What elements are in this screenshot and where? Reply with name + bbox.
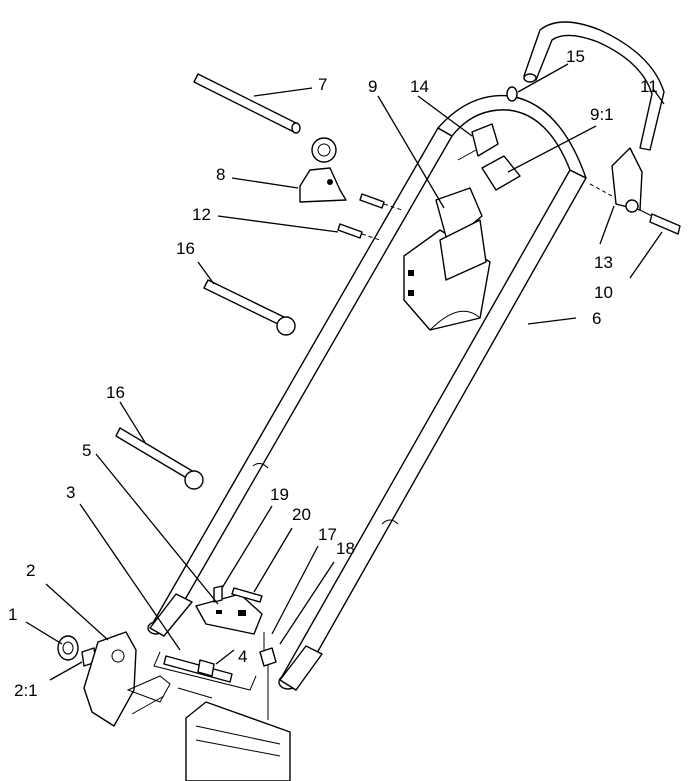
callout-20: 20 bbox=[292, 505, 311, 524]
callout-19: 19 bbox=[270, 485, 289, 504]
callout-1: 1 bbox=[8, 605, 17, 624]
callout-labels: 7 8 12 16 9 14 15 11 9:1 13 10 6 16 5 3 … bbox=[8, 47, 658, 700]
rod-16-upper bbox=[203, 279, 296, 336]
callout-8: 8 bbox=[216, 165, 225, 184]
callout-9-1: 9:1 bbox=[590, 105, 614, 124]
callout-9: 9 bbox=[368, 77, 377, 96]
callout-7: 7 bbox=[318, 75, 327, 94]
callout-5: 5 bbox=[82, 441, 91, 460]
cable-clip bbox=[457, 123, 499, 161]
bolt-10 bbox=[639, 209, 681, 235]
callout-12: 12 bbox=[192, 205, 211, 224]
rod-16-lower bbox=[115, 427, 204, 490]
callout-16-upper: 16 bbox=[176, 239, 195, 258]
lower-bracket bbox=[195, 585, 263, 635]
adjuster-rod bbox=[153, 651, 257, 691]
upper-handle-bail bbox=[523, 21, 665, 151]
leader-lines bbox=[25, 63, 665, 681]
callout-14: 14 bbox=[410, 77, 429, 96]
callout-4: 4 bbox=[238, 647, 247, 666]
callout-18: 18 bbox=[336, 539, 355, 558]
screws-12 bbox=[337, 193, 403, 241]
rod-7 bbox=[193, 73, 301, 134]
clip-17-18 bbox=[259, 632, 277, 720]
callout-3: 3 bbox=[66, 483, 75, 502]
callout-13: 13 bbox=[594, 253, 613, 272]
callout-2: 2 bbox=[26, 561, 35, 580]
deck-base bbox=[177, 687, 291, 781]
callout-15: 15 bbox=[566, 47, 585, 66]
callout-17: 17 bbox=[318, 525, 337, 544]
callout-6: 6 bbox=[592, 309, 601, 328]
callout-16-lower: 16 bbox=[106, 383, 125, 402]
nut-15 bbox=[506, 86, 518, 102]
knob-bracket bbox=[589, 147, 643, 213]
knob-assembly bbox=[57, 631, 171, 727]
callout-2-1: 2:1 bbox=[14, 681, 38, 700]
handle-assembly bbox=[147, 94, 587, 691]
callout-11: 11 bbox=[640, 77, 658, 96]
hinge-bracket-8 bbox=[299, 137, 347, 203]
control-bracket bbox=[403, 187, 491, 331]
callout-10: 10 bbox=[594, 283, 613, 302]
decal-9-1 bbox=[481, 155, 521, 191]
